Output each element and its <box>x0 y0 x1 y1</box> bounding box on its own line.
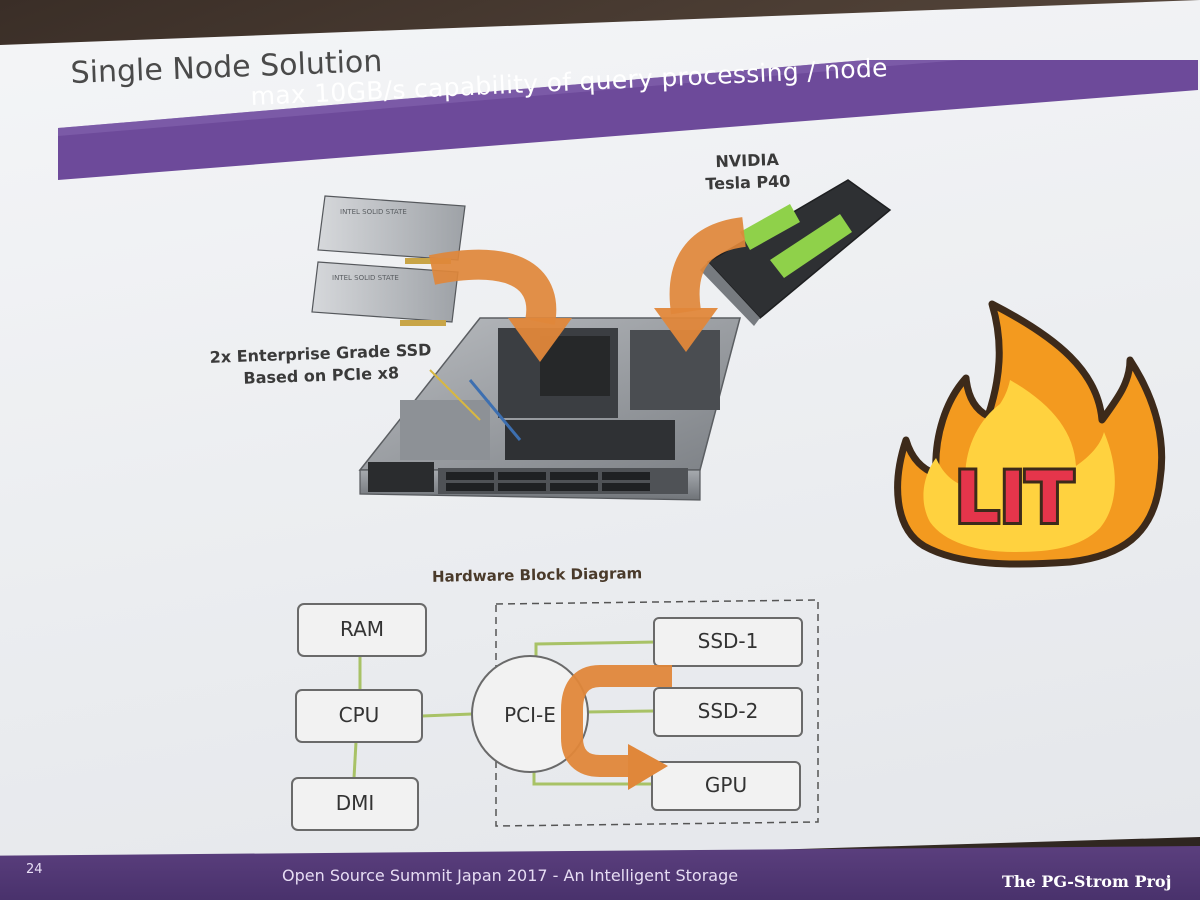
ssd-to-server-arrow <box>428 249 572 362</box>
svg-text:INTEL SOLID STATE: INTEL SOLID STATE <box>340 208 407 216</box>
lit-text: LIT <box>955 457 1074 539</box>
flame-icon <box>894 300 1166 568</box>
gpu-to-server-arrow <box>654 217 747 352</box>
gpu-card <box>700 179 892 326</box>
ram-label: RAM <box>339 617 385 641</box>
banner-bar <box>58 60 1198 180</box>
footer-brand: The PG-Strom Proj <box>1002 872 1172 891</box>
ssd2-box <box>653 687 803 737</box>
page-number: 24 <box>26 862 43 877</box>
gpu-box <box>651 761 801 811</box>
ssd1-box <box>653 617 803 667</box>
gpu-label: GPU <box>704 773 748 797</box>
footer-bar <box>0 846 1200 900</box>
cpu-label: CPU <box>338 703 380 727</box>
dmi-box <box>291 777 419 831</box>
server-chassis <box>358 317 741 501</box>
data-flow-arrow <box>561 665 672 790</box>
footer-event-text: Open Source Summit Japan 2017 - An Intel… <box>282 866 739 885</box>
svg-text:INTEL SOLID STATE: INTEL SOLID STATE <box>332 274 399 282</box>
ssd-card-lower: INTEL SOLID STATE <box>311 261 459 326</box>
ssd1-label: SSD-1 <box>697 629 759 653</box>
ram-box <box>297 603 427 657</box>
dmi-label: DMI <box>335 791 375 815</box>
pcie-circle <box>471 655 589 773</box>
cpu-box <box>295 689 423 743</box>
cpu-dmi-link <box>352 741 358 779</box>
pcie-ssd2-link <box>585 709 655 714</box>
ssd2-label: SSD-2 <box>697 699 759 723</box>
pcie-label: PCI-E <box>504 703 556 727</box>
cpu-pcie-link <box>421 712 473 718</box>
